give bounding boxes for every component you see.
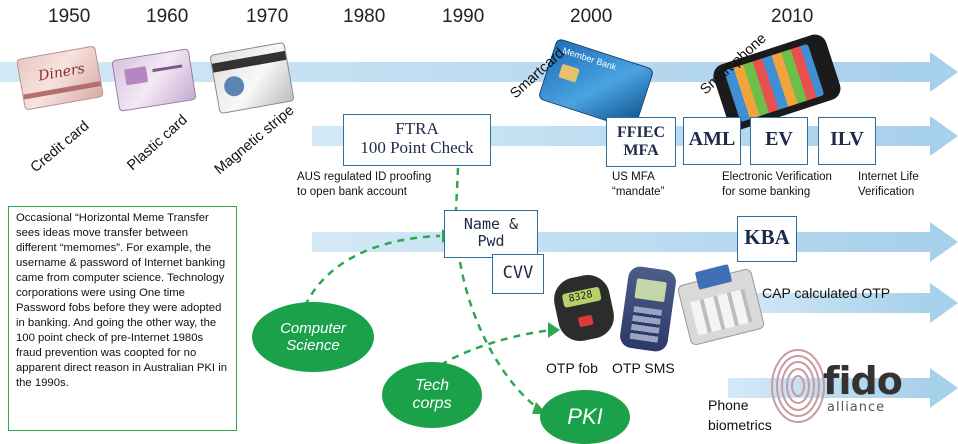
cvv-box: CVV [492, 254, 544, 294]
ilv-note: Internet Life Verification [858, 170, 919, 200]
connector-cs-name [298, 234, 441, 319]
pki-oval: PKI [540, 390, 630, 444]
year-2000: 2000 [570, 6, 613, 27]
otp-fob-code: 8328 [567, 289, 594, 305]
ev-label: EV [765, 128, 793, 150]
aus-note: AUS regulated ID proofing to open bank a… [297, 170, 431, 200]
tech-corps-line1: Tech [414, 377, 450, 394]
year-1970: 1970 [246, 6, 289, 27]
year-1980: 1980 [343, 6, 386, 27]
otp-fob-label: OTP fob [546, 360, 598, 376]
ffiec-subtitle: MFA [623, 141, 659, 159]
otp-fob-display: 8328 [561, 286, 602, 309]
aml-box: AML [683, 117, 741, 165]
ev-box: EV [750, 117, 808, 165]
cap-label: CAP calculated OTP [762, 285, 891, 301]
tech-corps-line2: corps [412, 395, 452, 412]
cap-reader-keys [689, 288, 753, 336]
ffiec-box: FFIEC MFA [606, 117, 676, 167]
fingerprint-icon [771, 349, 825, 423]
phone-biometrics-line1: Phone [708, 397, 749, 413]
smartcard-chip [558, 63, 580, 83]
plastic-card-chip [123, 66, 149, 86]
magnetic-card-stripe [211, 50, 287, 73]
ilv-box: ILV [818, 117, 876, 165]
computer-science-oval: Computer Science [252, 302, 374, 372]
name-pwd-line1: Name & [463, 215, 519, 233]
ffiec-title: FFIEC [617, 124, 665, 141]
cvv-label: CVV [502, 263, 534, 283]
lane-arrow-4 [735, 283, 958, 323]
ev-note-line2: for some banking [722, 185, 811, 198]
ilv-note-line2: Verification [858, 185, 915, 198]
year-1950: 1950 [48, 6, 91, 27]
ftra-subtitle: 100 Point Check [360, 137, 474, 157]
lane-arrow-3 [312, 222, 958, 262]
ev-note: Electronic Verification for some banking [722, 170, 832, 200]
ilv-note-line1: Internet Life [858, 171, 919, 183]
fido-logo: fido alliance [823, 362, 923, 422]
otp-sms-label: OTP SMS [612, 360, 675, 376]
connector-ftra-name [454, 167, 460, 211]
aus-note-line2: to open bank account [297, 185, 407, 198]
us-mfa-line1: US MFA [612, 171, 655, 183]
name-pwd-box: Name & Pwd [444, 210, 538, 258]
kba-label: KBA [744, 225, 790, 249]
otp-sms-screen [634, 278, 667, 303]
ev-note-line1: Electronic Verification [722, 171, 832, 183]
name-pwd-line2: Pwd [477, 231, 505, 250]
year-1990: 1990 [442, 6, 485, 27]
ftra-box: FTRA 100 Point Check [343, 114, 491, 166]
plastic-card-text [152, 64, 183, 73]
us-mfa-line2: “mandate” [612, 185, 665, 198]
otp-fob-badge [577, 314, 594, 328]
aml-label: AML [688, 128, 736, 150]
magnetic-card-seal [222, 74, 246, 98]
computer-science-line1: Computer [280, 320, 346, 337]
aus-note-line1: AUS regulated ID proofing [297, 171, 432, 183]
arrowhead-fob [548, 322, 560, 338]
pki-label: PKI [567, 404, 603, 429]
phone-biometrics-label: Phone biometrics [708, 396, 772, 435]
explanation-box: Occasional “Horizontal Meme Transfer see… [8, 206, 237, 431]
fido-word: fido [823, 359, 903, 403]
credit-card-brand: Diners [37, 60, 87, 85]
otp-sms-keypad [629, 306, 663, 344]
year-1960: 1960 [146, 6, 189, 27]
us-mfa-note: US MFA “mandate” [612, 170, 664, 200]
ftra-title: FTRA [395, 119, 439, 138]
ilv-label: ILV [830, 128, 864, 150]
tech-corps-oval: Tech corps [382, 362, 482, 428]
phone-biometrics-line2: biometrics [708, 416, 772, 433]
year-2010: 2010 [771, 6, 814, 27]
fido-alliance: alliance [827, 400, 886, 415]
credit-card-stripe [23, 81, 102, 100]
computer-science-line2: Science [286, 337, 340, 354]
kba-box: KBA [737, 216, 797, 262]
